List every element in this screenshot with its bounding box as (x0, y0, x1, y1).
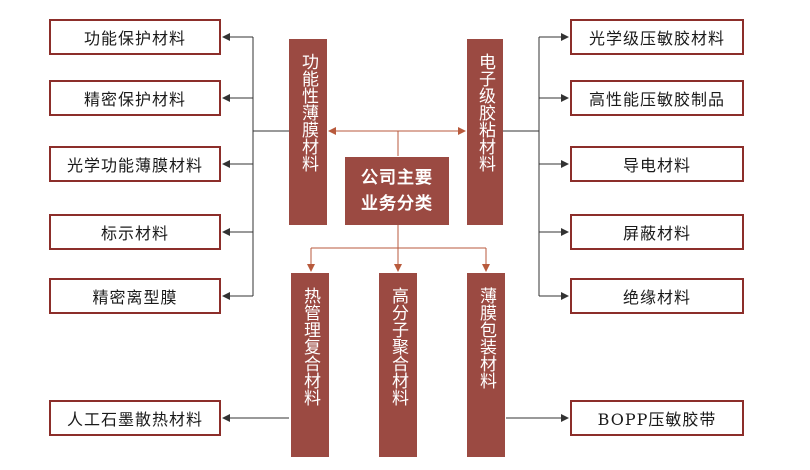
functional-film-connectors (222, 33, 289, 300)
item-box: 绝缘材料 (570, 278, 744, 314)
item-box: 精密离型膜 (49, 278, 221, 314)
center-top-connectors (328, 127, 466, 156)
item-box: 人工石墨散热材料 (49, 400, 221, 436)
item-box: 屏蔽材料 (570, 214, 744, 250)
item-box: 光学级压敏胶材料 (570, 19, 744, 55)
electronic-adhesive-connectors (503, 33, 569, 300)
category-packaging-film: 薄膜包装材料 (467, 273, 505, 457)
category-polymer: 高分子聚合材料 (379, 273, 417, 457)
category-functional-film: 功能性薄膜材料 (289, 39, 327, 225)
center-bottom-connectors (307, 225, 490, 272)
category-electronic-adhesive: 电子级胶粘材料 (467, 39, 503, 225)
center-node: 公司主要 业务分类 (345, 157, 449, 225)
item-box: 光学功能薄膜材料 (49, 146, 221, 182)
item-box: 标示材料 (49, 214, 221, 250)
item-box: 导电材料 (570, 146, 744, 182)
category-thermal-composite: 热管理复合材料 (291, 273, 329, 457)
item-box: 功能保护材料 (49, 19, 221, 55)
item-box: 高性能压敏胶制品 (570, 80, 744, 116)
item-box: BOPP压敏胶带 (570, 400, 744, 436)
item-box: 精密保护材料 (49, 80, 221, 116)
